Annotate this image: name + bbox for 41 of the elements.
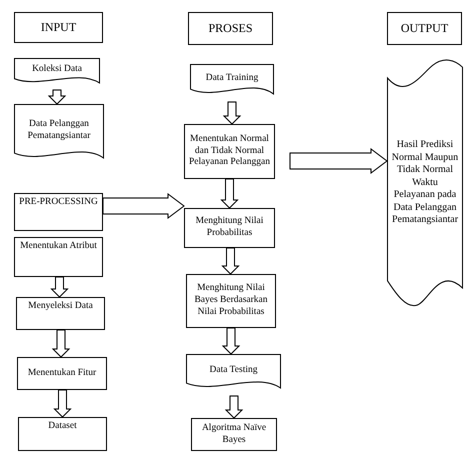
block-arrow [50, 276, 69, 298]
node-label: Menentukan Normal dan Tidak Normal Pelayanan Pelanggan [188, 134, 271, 170]
node-label: Data Training [204, 73, 260, 85]
node-label: INPUT [40, 20, 78, 35]
process-box [14, 193, 103, 231]
column-heading-box [188, 12, 273, 45]
node-label: Menentukan Fitur [26, 368, 98, 380]
process-box [16, 297, 105, 330]
block-arrow [220, 178, 239, 209]
node-label: Menentukan Atribut [19, 241, 98, 253]
block-arrow [222, 102, 242, 125]
process-box [184, 208, 275, 248]
node-label: Data Testing [208, 365, 258, 377]
process-box [18, 417, 107, 451]
block-arrow [102, 193, 185, 219]
block-arrow [290, 148, 388, 174]
node-label: OUTPUT [400, 21, 450, 36]
process-box [17, 357, 107, 390]
node-label: Menyeleksi Data [27, 301, 94, 313]
node-label: PRE-PROCESSING [18, 197, 99, 209]
block-arrow [221, 248, 240, 275]
process-box [14, 237, 103, 277]
block-arrow [53, 390, 72, 418]
node-label: Menghitung Nilai Probabilitas [194, 216, 264, 240]
process-box [191, 418, 277, 451]
block-arrow [48, 90, 66, 105]
node-label: Menghitung Nilai Bayes Berdasarkan Nilai Probabilitas [193, 283, 269, 319]
column-heading-box [387, 12, 462, 45]
node-label: Hasil Prediksi Normal Maupun Tidak Normal Waktu Pelayanan pada Data Pelanggan Pematangsiantar [391, 139, 459, 227]
node-label: Dataset [47, 421, 78, 433]
block-arrow [52, 330, 70, 358]
node-label: Koleksi Data [31, 64, 83, 76]
node-label: Algoritma Naïve Bayes [200, 422, 268, 446]
column-heading-box [14, 12, 103, 43]
output-document-shape [387, 60, 463, 306]
process-box [186, 274, 276, 328]
block-arrow [222, 328, 240, 355]
node-label: Data Pelanggan Pematangsiantar [26, 119, 92, 143]
block-arrow [224, 396, 244, 419]
process-box [184, 124, 275, 179]
node-label: PROSES [207, 21, 254, 36]
